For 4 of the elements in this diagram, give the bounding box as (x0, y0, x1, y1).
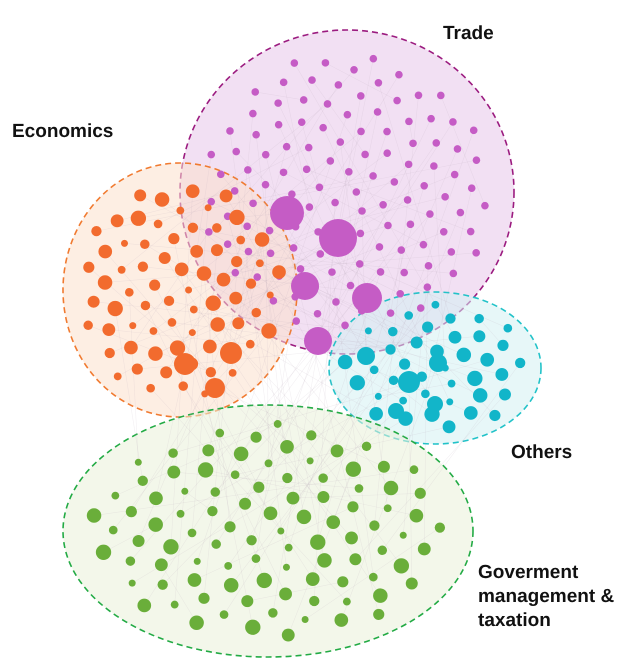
cluster-label: Others (511, 441, 574, 465)
cluster-label: Trade (443, 22, 495, 46)
cluster-label: Economics (12, 120, 114, 144)
cluster-label: Goverment management & taxation (478, 561, 616, 632)
